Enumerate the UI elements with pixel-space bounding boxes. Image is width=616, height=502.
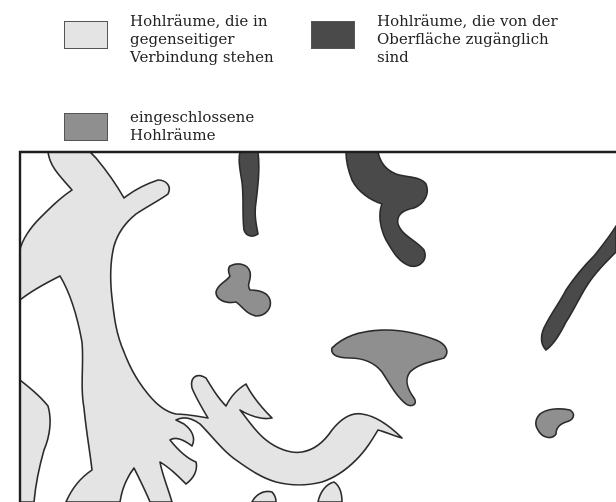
legend-enclosed-pores: eingeschlossene Hohlräume xyxy=(64,108,254,144)
connected-pore-fragment-bottom-right xyxy=(252,491,276,502)
legend-swatch-enclosed xyxy=(64,113,108,141)
enclosed-pore-right xyxy=(536,409,574,438)
connected-pore-fragment-bottom xyxy=(318,482,342,502)
legend-swatch-surface xyxy=(311,21,355,49)
legend-connected-pores: Hohlräume, die in gegenseitiger Verbindu… xyxy=(64,12,274,66)
legend-surface-pores: Hohlräume, die von der Oberfläche zugäng… xyxy=(311,12,558,66)
legend-label-surface: Hohlräume, die von der Oberfläche zugäng… xyxy=(377,12,558,66)
legend-label-connected: Hohlräume, die in gegenseitiger Verbindu… xyxy=(130,12,274,66)
connected-pore-branch-lower-left xyxy=(20,380,50,502)
surface-pore-right-edge xyxy=(542,226,616,350)
enclosed-pore-small xyxy=(216,264,270,316)
legend-label-enclosed: eingeschlossene Hohlräume xyxy=(130,108,254,144)
connected-pores xyxy=(20,152,402,502)
connected-pore-network xyxy=(20,152,402,502)
surface-pores xyxy=(239,152,616,350)
enclosed-pores xyxy=(216,264,573,437)
enclosed-pore-large xyxy=(332,330,447,406)
surface-pore-vertical-top xyxy=(239,152,259,236)
surface-pore-upper-right xyxy=(346,152,427,266)
legend-swatch-connected xyxy=(64,21,108,49)
